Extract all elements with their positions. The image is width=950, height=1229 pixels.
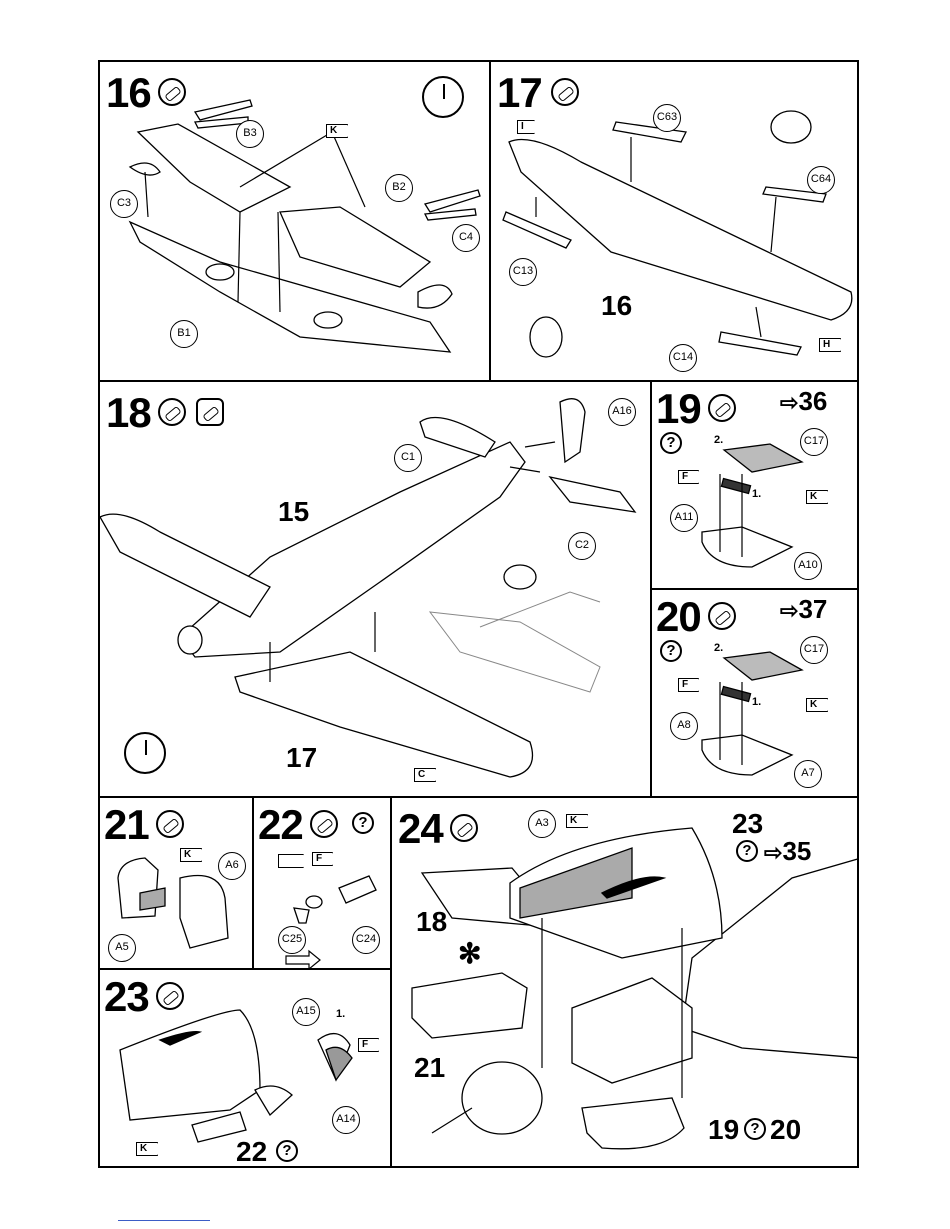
reference-step-23: 23 [732, 810, 763, 838]
step-16-panel: 16 B3 B2 C3 C4 B1 K [98, 60, 491, 382]
reference-step-22: 22 [236, 1138, 267, 1166]
reference-step-21: 21 [414, 1054, 445, 1082]
part-callout-A14: A14 [332, 1106, 360, 1134]
reference-step-20: 20 [770, 1116, 801, 1144]
part-callout-A5: A5 [108, 934, 136, 962]
step-22-panel: 22 ? F C25 C24 [252, 796, 392, 970]
part-callout-C14: C14 [669, 344, 697, 372]
step-18-panel: 18 A16 C1 C2 15 17 [98, 380, 652, 798]
reference-step-number: 22 [236, 1136, 267, 1167]
step-24-panel: 24 ✻ A3 K 23 ? ⇨35 18 [390, 796, 859, 1168]
step-18-drawing [100, 382, 652, 798]
optional-question-icon: ? [744, 1118, 766, 1140]
reference-step-17: 17 [286, 744, 317, 772]
part-callout-C1: C1 [394, 444, 422, 472]
step-21-panel: 21 A6 A5 K [98, 796, 254, 970]
part-callout-C4: C4 [452, 224, 480, 252]
part-callout-B1: B1 [170, 320, 198, 348]
part-callout-C24: C24 [352, 926, 380, 954]
part-callout-C17: C17 [800, 636, 828, 664]
part-callout-A10: A10 [794, 552, 822, 580]
step-19-drawing [652, 382, 859, 590]
part-callout-A6: A6 [218, 852, 246, 880]
part-callout-B3: B3 [236, 120, 264, 148]
part-callout-A8: A8 [670, 712, 698, 740]
step-16-drawing [100, 62, 491, 382]
step-19-panel: 19 ⇨36 ? 2. 1. C17 A11 A10 F K [650, 380, 859, 590]
part-callout-A16: A16 [608, 398, 636, 426]
page-link-underline[interactable] [118, 1220, 210, 1221]
step-23-panel: 23 1. A15 A14 F K 22 ? [98, 968, 392, 1168]
step-20-panel: 20 ⇨37 ? 2. 1. C17 A8 A7 F K [650, 588, 859, 798]
step-17-panel: 17 C63 C64 C13 C14 I H 16 [489, 60, 859, 382]
optional-question-icon: ? [736, 840, 758, 862]
part-callout-C64: C64 [807, 166, 835, 194]
reference-step-19: 19 [708, 1116, 739, 1144]
part-callout-A7: A7 [794, 760, 822, 788]
part-callout-C17: C17 [800, 428, 828, 456]
arrow-icon: ⇨ [764, 840, 782, 865]
optional-question-icon: ? [276, 1140, 298, 1162]
reference-step-16: 16 [601, 292, 632, 320]
part-callout-C13: C13 [509, 258, 537, 286]
part-callout-C25: C25 [278, 926, 306, 954]
part-callout-C2: C2 [568, 532, 596, 560]
asterisk-icon: ✻ [458, 940, 481, 968]
goto-step-35: ⇨35 [764, 838, 811, 864]
reference-step-18: 18 [416, 908, 447, 936]
step-20-drawing [652, 590, 859, 798]
part-callout-A11: A11 [670, 504, 698, 532]
goto-step-number: 35 [782, 836, 811, 866]
part-callout-A15: A15 [292, 998, 320, 1026]
part-callout-C3: C3 [110, 190, 138, 218]
part-callout-C63: C63 [653, 104, 681, 132]
part-callout-B2: B2 [385, 174, 413, 202]
part-callout-A3: A3 [528, 810, 556, 838]
reference-step-15: 15 [278, 498, 309, 526]
